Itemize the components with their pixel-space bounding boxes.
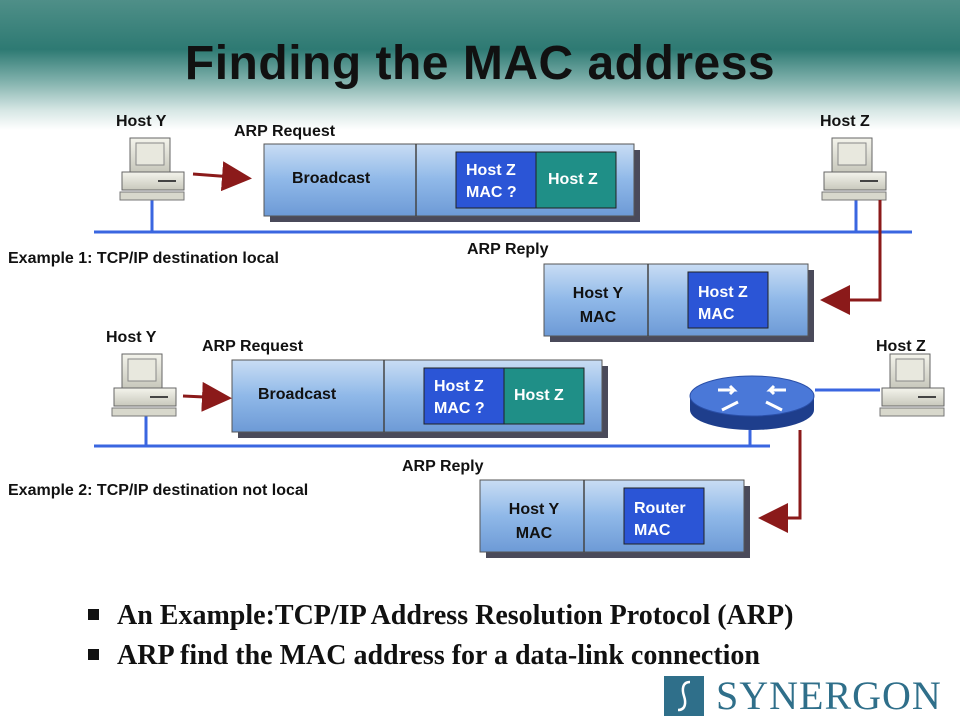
logo-text: SYNERGON (716, 673, 942, 718)
bullet-item-1: An Example:TCP/IP Address Resolution Pro… (88, 600, 793, 632)
synergon-logo-mark-icon (664, 676, 704, 716)
arp-reply-arrow-2 (758, 430, 802, 533)
host-z-computer-icon (821, 137, 887, 201)
arp-reply-label: ARP Reply (467, 241, 549, 258)
router-icon (689, 375, 815, 430)
host-y-label: Host Y (116, 113, 167, 130)
arp-request-label-2: ARP Request (202, 338, 304, 355)
host-y-label-2: Host Y (106, 329, 157, 346)
host-z-computer-icon-2 (879, 353, 945, 417)
host-y-computer-icon-2 (111, 353, 177, 417)
arp-request-label: ARP Request (234, 123, 336, 140)
host-z-field-2: Host Z (514, 387, 564, 404)
bullet-item-2: ARP find the MAC address for a data-link… (88, 640, 760, 672)
title-band (0, 0, 960, 130)
arp-request-arrow (192, 161, 252, 192)
arp-reply-label-2: ARP Reply (402, 458, 484, 475)
broadcast-field-2: Broadcast (258, 386, 337, 403)
square-bullet-icon (88, 609, 99, 621)
host-z-label-2: Host Z (876, 338, 926, 355)
broadcast-field: Broadcast (292, 170, 371, 187)
example-1-label: Example 1: TCP/IP destination local (8, 250, 279, 267)
square-bullet-icon (88, 649, 99, 661)
host-y-computer-icon (119, 137, 185, 201)
page-title: Finding the MAC address (184, 37, 776, 90)
synergon-logo: SYNERGON (664, 672, 944, 718)
host-z-label: Host Z (820, 113, 870, 130)
arp-request-arrow-2 (182, 381, 232, 412)
host-z-field: Host Z (548, 171, 598, 188)
example-2-label: Example 2: TCP/IP destination not local (8, 482, 309, 499)
arp-reply-arrow (820, 200, 882, 315)
